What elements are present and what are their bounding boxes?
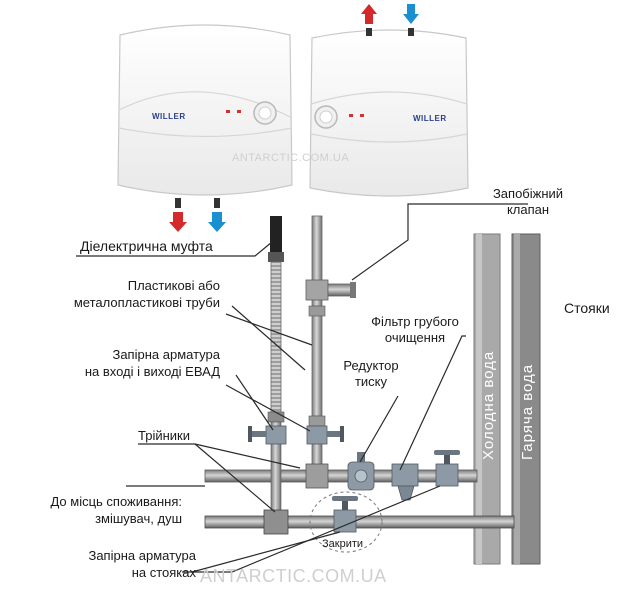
cold-water-riser xyxy=(473,233,501,565)
shutoff-valve-cold-riser-icon xyxy=(434,450,460,487)
water-heater-top: WILLER xyxy=(309,28,469,197)
hot-outlet-arrow-icon xyxy=(361,4,377,24)
label-shutoff-risers-line2: на стояках xyxy=(131,565,196,580)
watermark-top: ANTARCTIC.COM.UA xyxy=(232,152,350,164)
hot-water-riser xyxy=(511,233,541,565)
label-safety-valve-line2: клапан xyxy=(506,202,550,217)
label-reducer-line2: тиску xyxy=(354,374,388,389)
label-closed: Закрити xyxy=(322,538,364,550)
cold-riser-label: Холодна вода xyxy=(480,351,497,460)
label-risers: Стояки xyxy=(564,300,610,316)
shutoff-valve-heater-right-icon xyxy=(306,425,344,445)
heater-brand-logo: WILLER xyxy=(413,114,447,123)
leader-lines xyxy=(76,203,528,573)
cold-inlet-arrow-icon xyxy=(208,212,226,232)
coarse-filter-icon xyxy=(391,463,419,501)
watermark-bottom: ANTARCTIC.COM.UA xyxy=(200,566,387,586)
water-heater-bottom: WILLER xyxy=(117,24,293,208)
label-shutoff-heater-line1: Запірна арматура xyxy=(112,347,220,362)
tee-fitting-lower-icon xyxy=(263,509,289,535)
label-filter-line1: Фільтр грубого xyxy=(371,314,459,329)
tee-fitting-upper-icon xyxy=(305,463,329,489)
label-consumers-line1: До місць споживання: xyxy=(50,494,182,509)
label-dielectric-coupling: Діелектрична муфта xyxy=(80,238,213,254)
label-reducer-line1: Редуктор xyxy=(343,358,399,373)
plastic-pipe-right xyxy=(308,215,326,473)
label-pipes-line1: Пластикові або xyxy=(127,278,220,293)
closed-zone-marker xyxy=(309,491,383,553)
hot-riser-label: Гаряча вода xyxy=(519,364,536,460)
heater-brand-logo: WILLER xyxy=(152,112,186,121)
label-safety-valve-line1: Запобіжний xyxy=(492,186,564,201)
shutoff-valve-heater-left-icon xyxy=(248,425,287,445)
pressure-reducer-icon xyxy=(347,452,375,491)
safety-valve-icon xyxy=(305,279,356,301)
shutoff-valve-closed-icon xyxy=(332,496,358,533)
label-filter-line2: очищення xyxy=(384,330,446,345)
label-pipes-line2: металопластикові труби xyxy=(73,295,220,310)
cold-inlet-arrow-icon xyxy=(403,4,419,24)
label-shutoff-heater-line2: на вході і виході ЕВАД xyxy=(84,364,220,379)
label-tees: Трійники xyxy=(138,428,190,443)
label-consumers-line2: змішувач, душ xyxy=(95,511,182,526)
label-shutoff-risers-line1: Запірна арматура xyxy=(88,548,196,563)
hot-outlet-arrow-icon xyxy=(169,212,187,232)
hot-water-main-pipe xyxy=(204,515,515,529)
